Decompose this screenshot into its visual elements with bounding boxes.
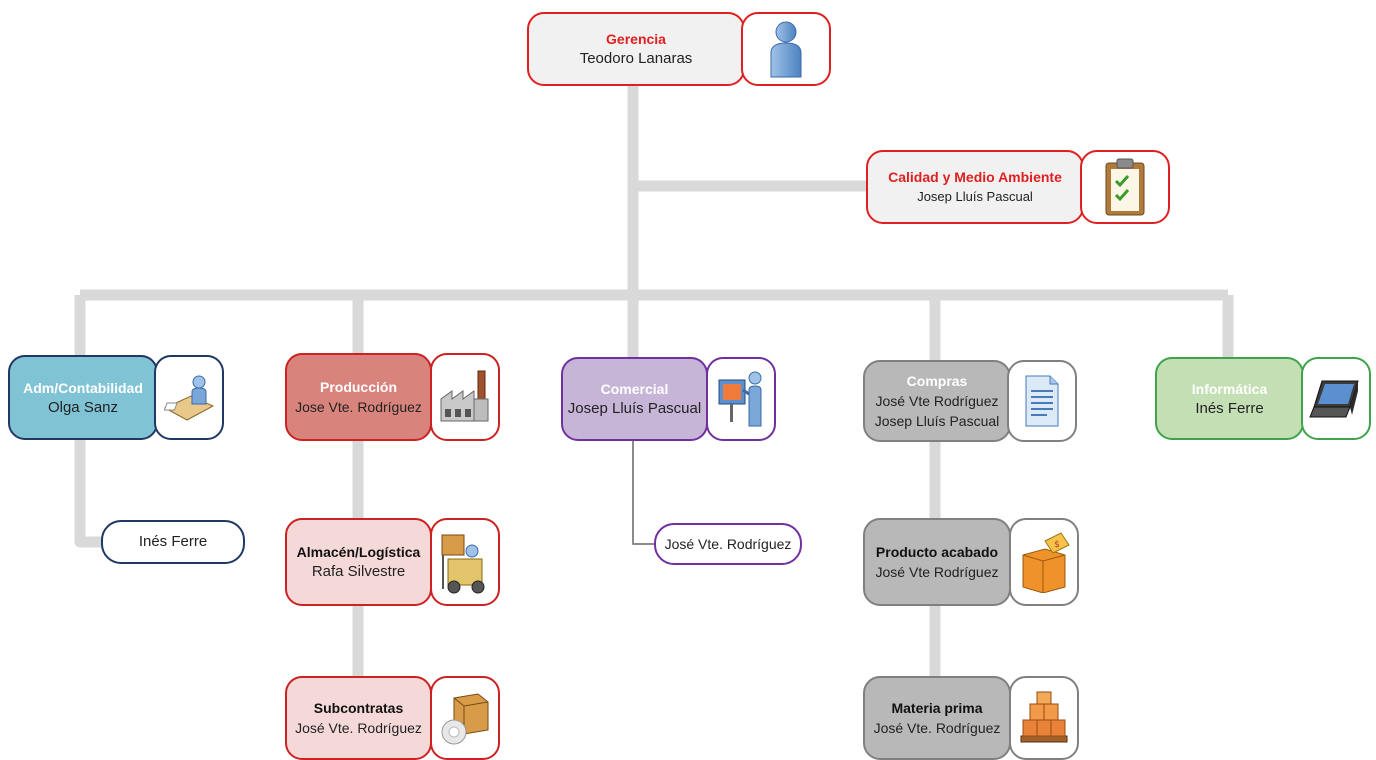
comercial-icon-box [706,357,776,441]
document-icon [1025,375,1059,427]
office-worker-icon [163,375,215,421]
gerencia-icon-box [741,12,831,86]
informatica-icon-box [1301,357,1371,440]
subcontratas-title: Subcontratas [313,700,404,716]
almacen-person: Rafa Silvestre [311,563,406,580]
forklift-icon [441,534,485,594]
adm-icon-box [154,355,224,440]
packages-icon [441,693,489,745]
calidad-title: Calidad y Medio Ambiente [888,169,1062,185]
subcontratas-person: José Vte. Rodríguez [295,720,422,736]
laptop-icon [1309,380,1359,417]
informatica-box: Informática Inés Ferre [1155,357,1304,440]
clipboard-checklist-icon [1105,158,1145,216]
producto-title: Producto acabado [875,544,999,560]
comercial-person: Josep Lluís Pascual [567,400,702,417]
adm-title: Adm/Contabilidad [23,379,143,396]
calidad-person: Josep Lluís Pascual [917,189,1033,204]
comercial-sub-person: José Vte. Rodríguez [664,536,792,552]
almacen-title: Almacén/Logística [296,544,421,560]
informatica-person: Inés Ferre [1195,399,1264,417]
subcontratas-box: Subcontratas José Vte. Rodríguez [285,676,432,760]
pallet-boxes-icon [1020,691,1068,743]
calidad-icon-box [1080,150,1170,224]
presenter-icon [718,371,762,427]
almacen-icon-box [430,518,500,606]
adm-person: Olga Sanz [47,398,119,416]
gerencia-box: Gerencia Teodoro Lanaras [527,12,745,86]
comercial-sub-box: José Vte. Rodríguez [654,523,802,565]
adm-sub-box: Inés Ferre [101,520,245,564]
person-icon [770,21,802,78]
compras-person: José Vte Rodríguez [875,393,999,409]
produccion-box: Producción Jose Vte. Rodríguez [285,353,432,441]
materia-box: Materia prima José Vte. Rodríguez [863,676,1011,760]
subcontratas-icon-box [430,676,500,760]
informatica-title: Informática [1191,380,1268,397]
calidad-box: Calidad y Medio Ambiente Josep Lluís Pas… [866,150,1084,224]
produccion-icon-box [430,353,500,441]
adm-box: Adm/Contabilidad Olga Sanz [8,355,158,440]
svg-text:$: $ [1054,540,1060,550]
producto-person: José Vte Rodríguez [875,564,999,580]
producto-icon-box: $ [1009,518,1079,606]
factory-icon [440,370,489,422]
box-price-tag-icon: $ [1022,532,1070,593]
compras-person-2: Josep Lluís Pascual [874,413,1000,429]
compras-icon-box [1007,360,1077,442]
comercial-title: Comercial [600,381,669,397]
materia-person: José Vte. Rodríguez [873,720,1001,736]
comercial-box: Comercial Josep Lluís Pascual [561,357,708,441]
compras-box: Compras José Vte Rodríguez Josep Lluís P… [863,360,1011,442]
connector-adm-sub [74,440,103,548]
adm-sub-person: Inés Ferre [138,533,208,550]
materia-title: Materia prima [891,700,983,716]
materia-icon-box [1009,676,1079,760]
gerencia-title: Gerencia [606,31,666,47]
producto-box: Producto acabado José Vte Rodríguez [863,518,1011,606]
produccion-person: Jose Vte. Rodríguez [295,399,422,415]
compras-title: Compras [906,373,968,389]
almacen-box: Almacén/Logística Rafa Silvestre [285,518,432,606]
produccion-title: Producción [319,379,397,395]
gerencia-person: Teodoro Lanaras [579,50,693,67]
